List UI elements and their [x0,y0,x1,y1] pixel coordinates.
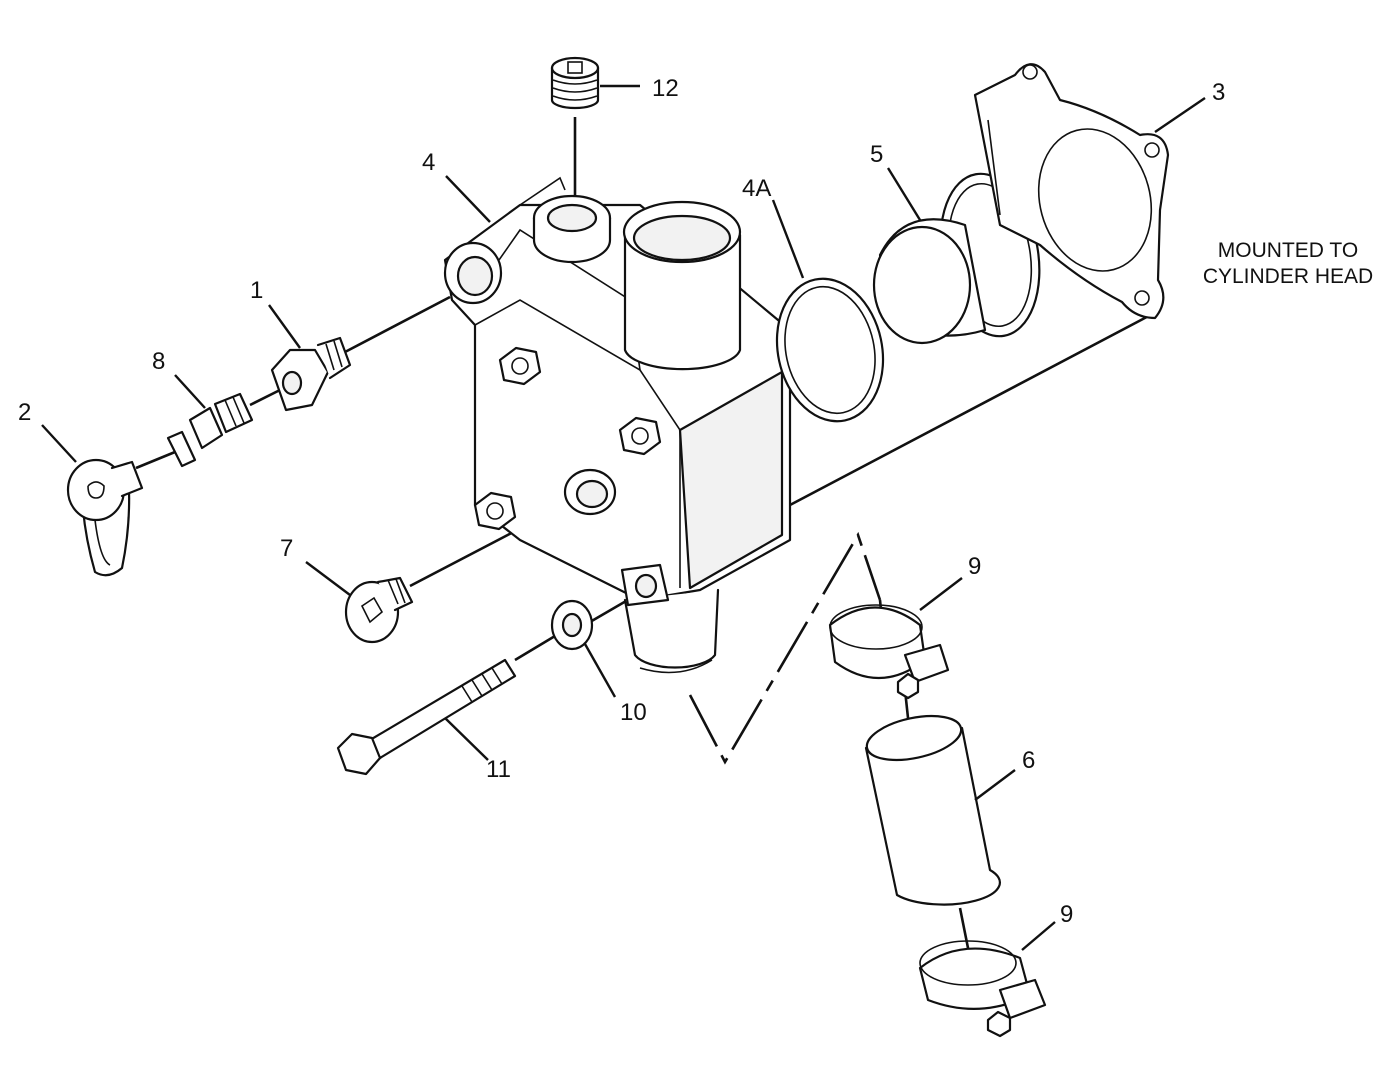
washer-10 [550,599,594,651]
drain-cock-2 [66,458,144,577]
note-line-1: MOUNTED TO [1218,239,1358,262]
callout-6: 6 [1022,747,1035,774]
callout-3: 3 [1212,79,1225,106]
hex-bolt-icon [618,416,662,456]
plug-12 [550,56,600,110]
hose-clamp-9-lower [918,940,1047,1038]
housing [443,176,792,674]
callout-4: 4 [422,149,435,176]
adapter-8 [166,392,254,468]
note-line-2: CYLINDER HEAD [1203,265,1373,288]
hose-clamp-9-upper [828,604,950,700]
callout-8: 8 [152,348,165,375]
callout-7: 7 [280,535,293,562]
o-ring-4a [775,277,885,423]
plug-7 [344,576,414,644]
callout-9-lower: 9 [1060,901,1073,928]
hex-bolt-icon [498,346,542,386]
callout-5: 5 [870,141,883,168]
hex-bolt-icon [473,491,517,531]
leader-lines [41,84,1206,951]
callout-9-upper: 9 [968,553,981,580]
callout-4a: 4A [742,175,771,202]
callout-10: 10 [620,699,647,726]
callout-12: 12 [652,75,679,102]
callout-2: 2 [18,399,31,426]
callout-11: 11 [486,756,511,783]
gasket-3 [973,63,1170,320]
thermostat-5 [872,172,1041,345]
fitting-1 [270,336,352,412]
bolt-11 [336,658,517,776]
mounting-note: MOUNTED TO CYLINDER HEAD [1203,239,1373,288]
callout-1: 1 [250,277,263,304]
hose-6 [864,714,1001,906]
callout-labels: 12 4 1 8 2 7 10 11 4A 5 3 9 6 9 [18,75,1225,928]
